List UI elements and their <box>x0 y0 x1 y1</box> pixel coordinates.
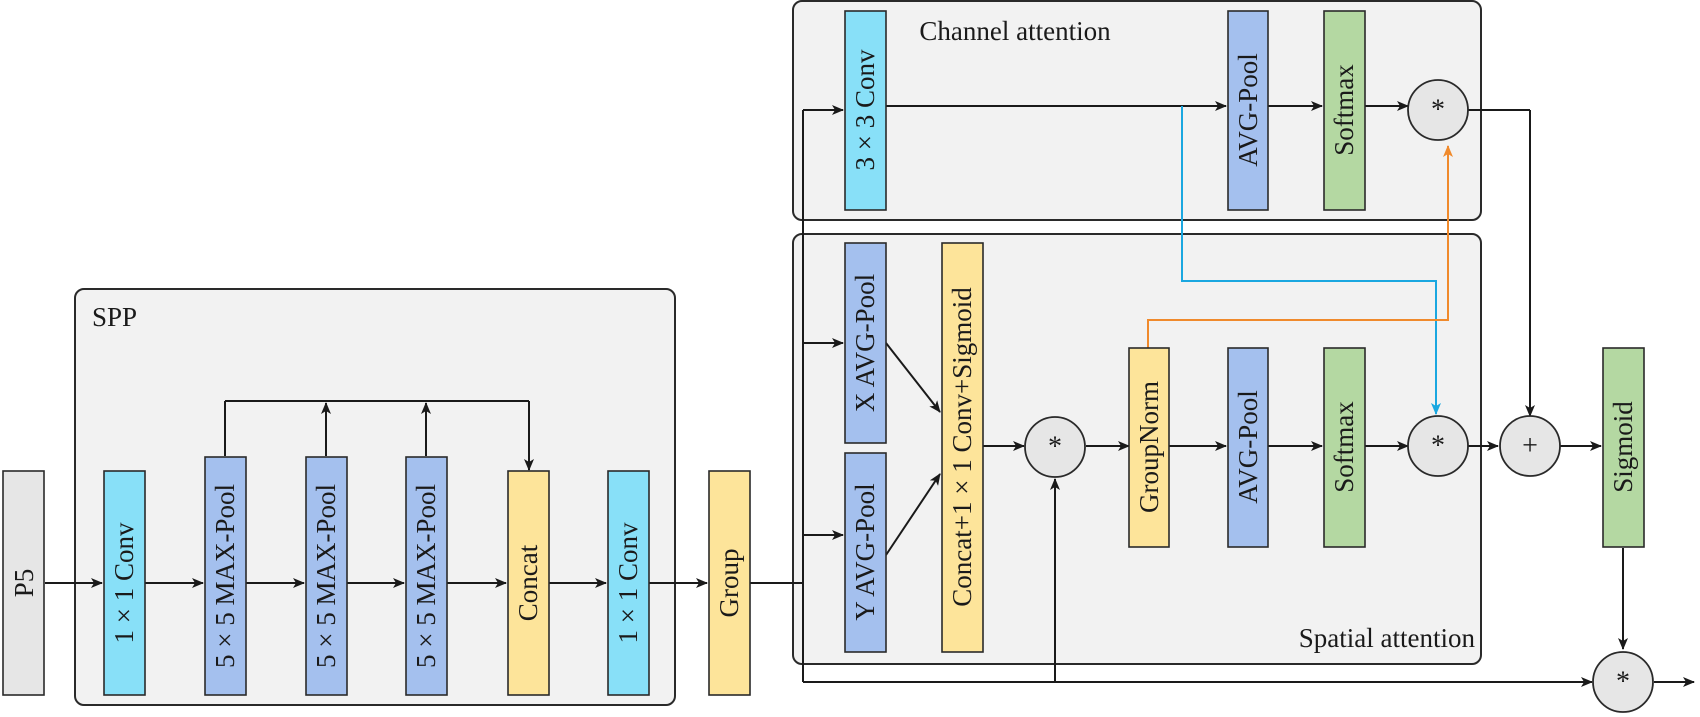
block-spatial-avgpool: AVG-Pool <box>1227 347 1269 548</box>
block-maxpool-2-label: 5 × 5 MAX-Pool <box>311 484 341 668</box>
block-p5-label: P5 <box>9 569 39 598</box>
block-concat: Concat <box>507 470 550 696</box>
block-conv1-out: 1 × 1 Conv <box>607 470 650 696</box>
block-sigmoid: Sigmoid <box>1602 347 1645 548</box>
blue-cross-connector <box>1181 106 1441 415</box>
block-conv1-out-label: 1 × 1 Conv <box>613 522 643 643</box>
block-maxpool-3: 5 × 5 MAX-Pool <box>405 456 448 696</box>
block-channel-avgpool: AVG-Pool <box>1227 10 1269 211</box>
block-channel-softmax-label: Softmax <box>1329 64 1359 156</box>
operator-mult-channel: * <box>1407 79 1469 141</box>
block-channel-softmax: Softmax <box>1323 10 1366 211</box>
operator-add-symbol: + <box>1522 431 1538 462</box>
block-group: Group <box>708 470 751 696</box>
block-maxpool-1-label: 5 × 5 MAX-Pool <box>210 484 240 668</box>
block-spatial-softmax-label: Softmax <box>1329 401 1359 493</box>
block-y-avgpool: Y AVG-Pool <box>844 452 887 653</box>
block-group-label: Group <box>714 549 744 618</box>
block-x-avgpool-label: X AVG-Pool <box>850 274 880 412</box>
spatial-attention-title: Spatial attention <box>1299 623 1476 653</box>
orange-cross-connector <box>1147 145 1453 348</box>
block-maxpool-2: 5 × 5 MAX-Pool <box>305 456 348 696</box>
block-maxpool-1: 5 × 5 MAX-Pool <box>204 456 247 696</box>
channel-attention-group <box>792 0 1482 221</box>
block-conv1-in: 1 × 1 Conv <box>103 470 146 696</box>
block-spatial-softmax: Softmax <box>1323 347 1366 548</box>
operator-add: + <box>1499 415 1561 477</box>
block-concat-conv-sigmoid: Concat+1 × 1 Conv+Sigmoid <box>941 242 984 653</box>
block-groupnorm-label: GroupNorm <box>1134 381 1164 513</box>
block-spatial-avgpool-label: AVG-Pool <box>1233 390 1263 504</box>
block-sigmoid-label: Sigmoid <box>1608 401 1638 493</box>
operator-mult-spatial-1: * <box>1024 416 1086 478</box>
channel-attention-title: Channel attention <box>919 16 1111 46</box>
block-groupnorm: GroupNorm <box>1128 347 1170 548</box>
spp-group <box>74 288 676 706</box>
block-p5: P5 <box>2 470 45 696</box>
block-concat-conv-sigmoid-label: Concat+1 × 1 Conv+Sigmoid <box>947 287 977 607</box>
block-maxpool-3-label: 5 × 5 MAX-Pool <box>411 484 441 668</box>
operator-mult-spatial-2: * <box>1407 415 1469 477</box>
block-conv3-label: 3 × 3 Conv <box>850 49 880 170</box>
operator-mult-final-symbol: * <box>1616 667 1630 698</box>
block-conv3: 3 × 3 Conv <box>844 10 887 211</box>
flow-connectors <box>45 101 1695 687</box>
block-concat-label: Concat <box>513 544 543 621</box>
block-channel-avgpool-label: AVG-Pool <box>1233 53 1263 167</box>
operator-mult-spatial-2-symbol: * <box>1431 431 1445 462</box>
operator-mult-spatial-1-symbol: * <box>1048 432 1062 463</box>
operator-mult-final: * <box>1592 651 1654 713</box>
block-x-avgpool: X AVG-Pool <box>844 242 887 444</box>
block-conv1-in-label: 1 × 1 Conv <box>109 522 139 643</box>
block-y-avgpool-label: Y AVG-Pool <box>850 483 880 620</box>
operator-mult-channel-symbol: * <box>1431 95 1445 126</box>
spp-title: SPP <box>92 302 137 332</box>
